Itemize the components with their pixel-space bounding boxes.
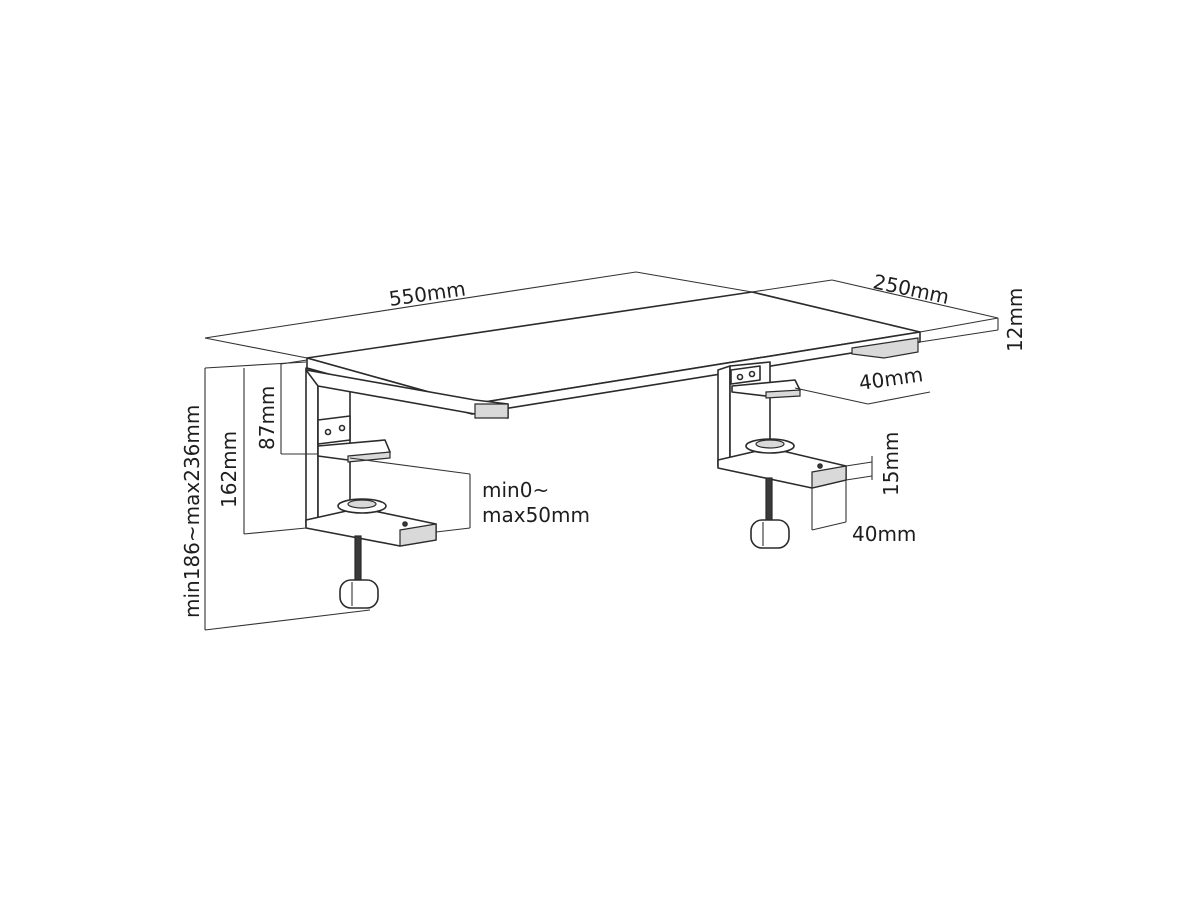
clamp-range-extension-bottom [435, 527, 471, 533]
left-clamp-jaw-end [399, 523, 437, 547]
underside-height-label: 162mm [217, 431, 241, 508]
left-clamp-disc-inner [347, 499, 377, 509]
right-screw-rod [765, 477, 773, 525]
right-clamp-hole [817, 463, 823, 469]
underside-height-extension [243, 527, 307, 535]
total-height-extension-top [204, 361, 307, 369]
jaw-height-label: 15mm [879, 432, 903, 496]
left-knob [339, 579, 379, 609]
right-mount-plate [730, 365, 761, 385]
left-screw-rod [354, 535, 362, 585]
right-top-arm-end [851, 337, 919, 359]
total-height-label: min186~max236mm [180, 405, 204, 618]
total-height-extension-bottom [204, 609, 371, 631]
left-mount-plate [317, 415, 351, 445]
clamp-range-label-line1: min0~ [482, 478, 549, 502]
left-screw-hole-2 [338, 424, 346, 432]
clamp-range-label-line2: max50mm [482, 503, 590, 527]
right-knob [750, 519, 790, 549]
left-screw-hole-1 [324, 428, 332, 436]
depth-extension-back [751, 279, 833, 293]
jaw-height-extension-top [845, 461, 873, 467]
left-post-rear [305, 367, 319, 527]
bracket-depth-label: 40mm [857, 362, 924, 395]
right-screw-hole-2 [748, 370, 756, 378]
right-upper-pad-edge [765, 389, 801, 399]
right-post-rear [717, 365, 731, 467]
width-extension-right [635, 271, 753, 293]
clamp-range-extension-top [349, 457, 471, 475]
dimension-lines [204, 271, 999, 631]
jaw-depth-dimension-line [811, 521, 847, 531]
shelf-to-pad-label: 87mm [255, 386, 279, 450]
left-bracket [305, 367, 509, 609]
depth-extension-front [919, 317, 999, 333]
bracket-depth-dimension-line [867, 391, 931, 405]
jaw-depth-label: 40mm [852, 522, 916, 546]
right-clamp-disc-inner [755, 439, 785, 449]
jaw-height-extension-bottom [845, 475, 873, 481]
depth-label: 250mm [871, 269, 951, 309]
left-clamp-hole [402, 521, 408, 527]
right-screw-hole-1 [736, 373, 744, 381]
right-bracket [717, 337, 919, 549]
thickness-extension [919, 329, 999, 343]
depth-dimension-line [831, 279, 999, 319]
width-extension-left [204, 337, 308, 359]
left-top-arm-end [474, 403, 509, 419]
bracket-depth-extension [794, 387, 869, 405]
thickness-label: 12mm [1003, 288, 1027, 352]
width-dimension-line [204, 271, 637, 339]
width-label: 550mm [387, 276, 467, 311]
